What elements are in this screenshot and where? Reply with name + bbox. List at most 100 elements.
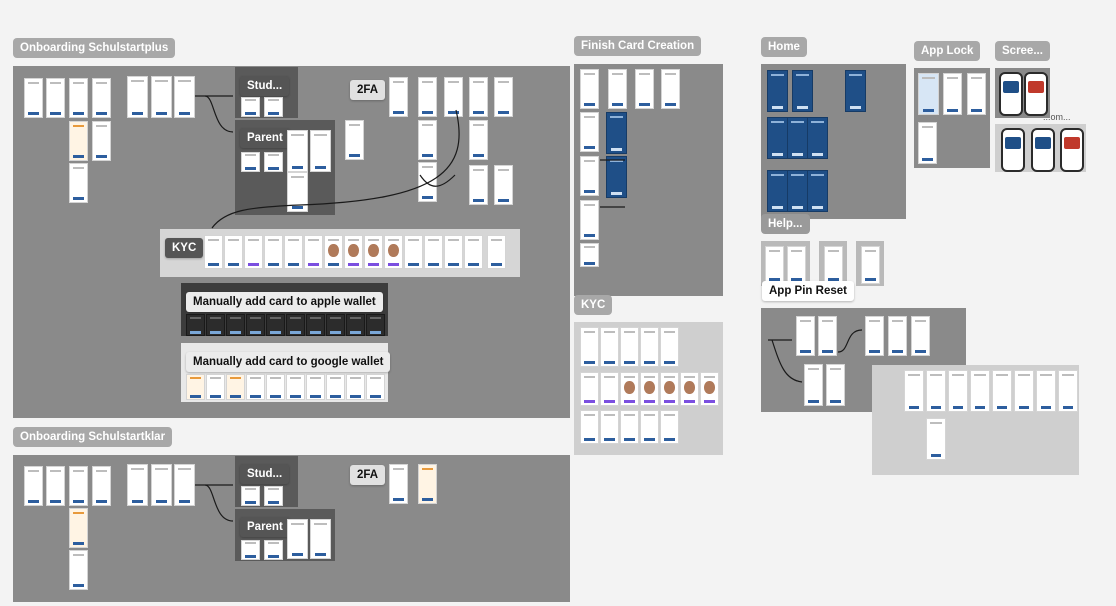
frame-screen[interactable]: [824, 246, 843, 284]
frame-screen[interactable]: [241, 97, 260, 117]
frame-screen[interactable]: [444, 77, 463, 117]
frame-screen[interactable]: [904, 370, 924, 412]
frame-screen[interactable]: [151, 76, 172, 118]
frame-screen[interactable]: [600, 410, 619, 444]
frame-screen[interactable]: [69, 550, 88, 590]
frame-screen[interactable]: [620, 327, 639, 367]
frame-screen[interactable]: [287, 172, 308, 212]
phone-mockup[interactable]: [999, 72, 1023, 116]
frame-screen[interactable]: [206, 314, 225, 336]
frame-screen[interactable]: [1058, 370, 1078, 412]
frame-screen[interactable]: [127, 464, 148, 506]
section-title-home[interactable]: Home: [761, 37, 807, 57]
frame-screen[interactable]: [186, 314, 205, 336]
frame-screen[interactable]: [992, 370, 1012, 412]
frame-screen[interactable]: [608, 69, 627, 109]
frame-screen[interactable]: [424, 235, 443, 269]
frame-screen[interactable]: [304, 235, 323, 269]
frame-screen[interactable]: [807, 170, 828, 212]
frame-screen[interactable]: [943, 73, 962, 115]
frame-screen[interactable]: [389, 464, 408, 504]
frame-screen[interactable]: [384, 235, 403, 269]
frame-screen[interactable]: [767, 117, 788, 159]
frame-screen[interactable]: [69, 163, 88, 203]
frame-screen[interactable]: [861, 246, 880, 284]
frame-screen[interactable]: [494, 165, 513, 205]
frame-screen[interactable]: [264, 152, 283, 172]
frame-screen[interactable]: [389, 77, 408, 117]
section-title-app-pin-reset[interactable]: App Pin Reset: [762, 281, 854, 301]
frame-screen[interactable]: [767, 70, 788, 112]
frame-screen[interactable]: [266, 374, 285, 400]
frame-screen[interactable]: [306, 374, 325, 400]
frame-screen[interactable]: [967, 73, 986, 115]
frame-screen[interactable]: [366, 374, 385, 400]
frame-screen[interactable]: [264, 235, 283, 269]
frame-screen[interactable]: [700, 372, 719, 406]
section-title-screen[interactable]: Scree...: [995, 41, 1050, 61]
frame-screen[interactable]: [241, 540, 260, 560]
frame-screen[interactable]: [494, 77, 513, 117]
subframe-title-google-wallet[interactable]: Manually add card to google wallet: [186, 352, 391, 372]
frame-screen[interactable]: [345, 120, 364, 160]
frame-screen[interactable]: [224, 235, 243, 269]
frame-screen[interactable]: [46, 78, 65, 118]
subframe-title-parent[interactable]: Parent: [240, 517, 290, 537]
frame-screen[interactable]: [660, 327, 679, 367]
frame-screen[interactable]: [661, 69, 680, 109]
frame-screen[interactable]: [264, 486, 283, 506]
frame-screen[interactable]: [606, 112, 627, 154]
frame-screen[interactable]: [24, 466, 43, 506]
frame-screen[interactable]: [918, 73, 939, 115]
frame-screen[interactable]: [796, 316, 815, 356]
frame-screen[interactable]: [787, 246, 806, 284]
phone-mockup[interactable]: [1060, 128, 1084, 172]
frame-screen[interactable]: [69, 508, 88, 548]
frame-screen[interactable]: [226, 314, 245, 336]
section-title-onboarding-schulstartplus[interactable]: Onboarding Schulstartplus: [13, 38, 176, 58]
subframe-title-kyc[interactable]: KYC: [165, 238, 204, 258]
frame-screen[interactable]: [24, 78, 43, 118]
frame-screen[interactable]: [660, 410, 679, 444]
frame-screen[interactable]: [69, 121, 88, 161]
frame-screen[interactable]: [366, 314, 385, 336]
frame-screen[interactable]: [580, 410, 599, 444]
frame-screen[interactable]: [264, 540, 283, 560]
frame-screen[interactable]: [606, 156, 627, 198]
frame-screen[interactable]: [206, 374, 225, 400]
section-title-onboarding-schulstartklar[interactable]: Onboarding Schulstartklar: [13, 427, 173, 447]
frame-screen[interactable]: [69, 78, 88, 118]
frame-screen[interactable]: [888, 316, 907, 356]
frame-screen[interactable]: [948, 370, 968, 412]
frame-screen[interactable]: [226, 374, 245, 400]
frame-screen[interactable]: [346, 314, 365, 336]
frame-screen[interactable]: [174, 76, 195, 118]
frame-screen[interactable]: [680, 372, 699, 406]
frame-screen[interactable]: [1014, 370, 1034, 412]
frame-screen[interactable]: [792, 70, 813, 112]
subframe-title-student[interactable]: Stud...: [240, 76, 290, 96]
frame-screen[interactable]: [287, 519, 308, 559]
frame-screen[interactable]: [640, 372, 659, 406]
frame-screen[interactable]: [845, 70, 866, 112]
frame-screen[interactable]: [865, 316, 884, 356]
frame-screen[interactable]: [765, 246, 784, 284]
subframe-title-student[interactable]: Stud...: [240, 464, 290, 484]
frame-screen[interactable]: [241, 486, 260, 506]
subframe-title-2fa[interactable]: 2FA: [350, 465, 386, 485]
frame-screen[interactable]: [266, 314, 285, 336]
frame-screen[interactable]: [469, 120, 488, 160]
frame-screen[interactable]: [151, 464, 172, 506]
section-title-finish-card-creation[interactable]: Finish Card Creation: [574, 36, 702, 56]
frame-screen[interactable]: [635, 69, 654, 109]
phone-mockup[interactable]: [1024, 72, 1048, 116]
subframe-title-2fa[interactable]: 2FA: [350, 80, 386, 100]
frame-screen[interactable]: [286, 374, 305, 400]
frame-screen[interactable]: [926, 418, 946, 460]
frame-screen[interactable]: [69, 466, 88, 506]
frame-title-truncated[interactable]: ...om...: [1043, 112, 1071, 122]
frame-screen[interactable]: [92, 78, 111, 118]
frame-screen[interactable]: [344, 235, 363, 269]
frame-screen[interactable]: [580, 112, 599, 152]
frame-screen[interactable]: [487, 235, 506, 269]
